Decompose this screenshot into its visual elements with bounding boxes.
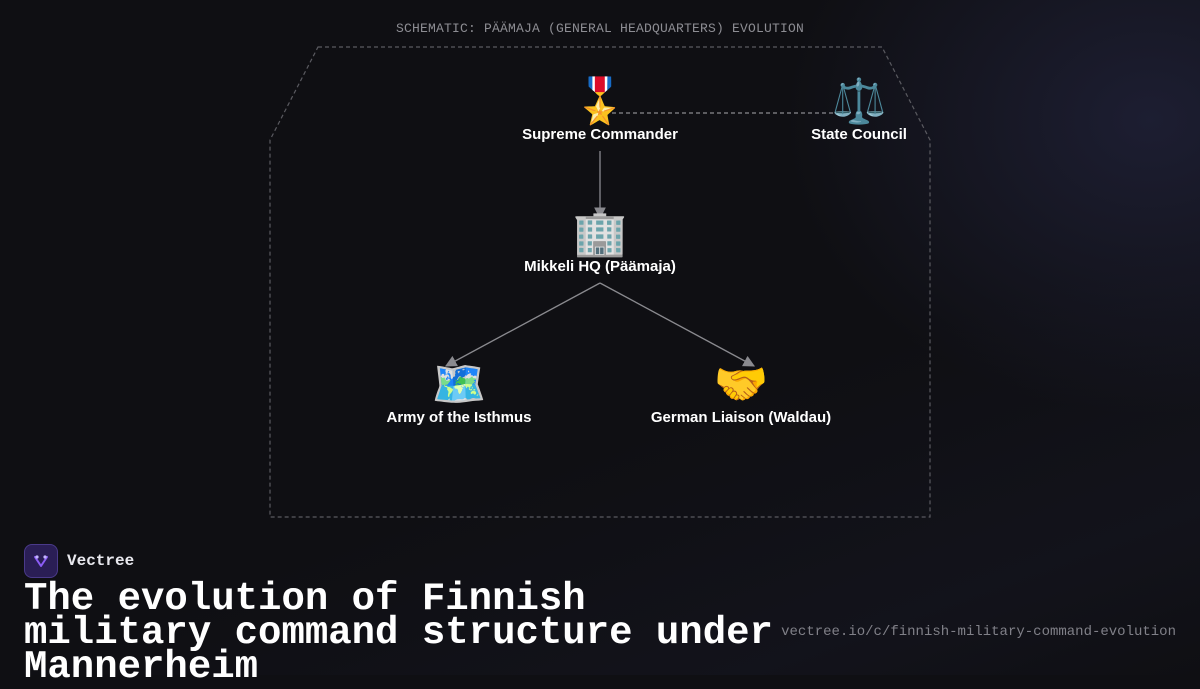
node-state-council: ⚖️ State Council [811, 76, 907, 144]
world-map-icon: 🗺️ [431, 359, 487, 410]
page-headline: The evolution of Finnish military comman… [24, 577, 773, 689]
handshake-icon: 🤝 [713, 359, 769, 410]
background-glow [0, 0, 1200, 675]
node-label: State Council [811, 126, 907, 143]
org-diagram [269, 46, 931, 518]
node-label: Supreme Commander [522, 126, 678, 143]
edge-hq-to-liaison [599, 282, 756, 367]
office-building-icon: 🏢 [572, 208, 628, 259]
balance-scale-icon: ⚖️ [831, 76, 887, 127]
schematic-caption: SCHEMATIC: PÄÄMAJA (GENERAL HEADQUARTERS… [395, 21, 805, 36]
node-supreme-commander: 🎖️ Supreme Commander [522, 76, 678, 144]
node-label: Army of the Isthmus [386, 409, 532, 426]
source-url[interactable]: vectree.io/c/finnish-military-command-ev… [781, 624, 1176, 640]
node-label: Mikkeli HQ (Päämaja) [524, 258, 676, 275]
edge-hq-to-isthmus [444, 282, 601, 367]
node-german-liaison: 🤝 German Liaison (Waldau) [650, 359, 832, 427]
brand-name: Vectree [67, 552, 135, 570]
brand[interactable]: Vectree [24, 544, 134, 578]
node-mikkeli-hq: 🏢 Mikkeli HQ (Päämaja) [524, 208, 676, 276]
node-label: German Liaison (Waldau) [650, 409, 832, 426]
vectree-logo-icon [24, 544, 58, 578]
node-army-isthmus: 🗺️ Army of the Isthmus [386, 359, 532, 427]
diagram-frame [269, 46, 931, 518]
military-medal-icon: 🎖️ [572, 76, 628, 127]
